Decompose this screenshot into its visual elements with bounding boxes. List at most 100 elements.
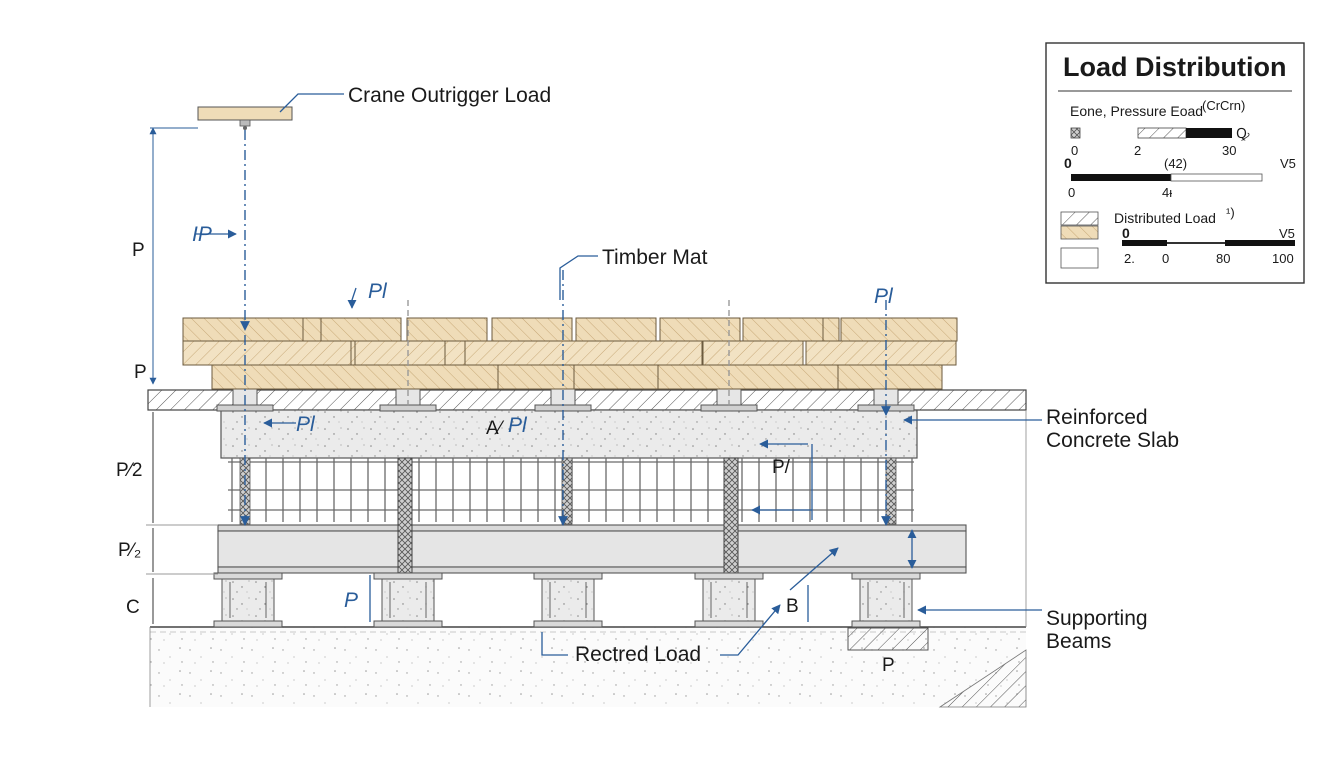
timber-plank	[320, 317, 402, 342]
footing-pad-hatched	[847, 627, 929, 651]
legend-row1-scale-left: 0	[1071, 143, 1078, 158]
dim-p-mat: P	[134, 362, 147, 383]
concrete-slab	[220, 409, 918, 459]
timber-plank	[702, 340, 804, 366]
footing-cap	[213, 572, 283, 580]
crane-pad	[197, 106, 293, 130]
load-tag-pl-slab-left: Pl	[296, 413, 316, 436]
timber-plank	[182, 340, 352, 366]
load-tag-ip: IP	[192, 223, 212, 246]
legend-bar-hatched	[1137, 127, 1187, 139]
legend-row2-left: 0	[1064, 155, 1072, 171]
legend-row3-label: Distributed Load	[1114, 210, 1216, 226]
legend-row3-scale-d: 100	[1272, 251, 1294, 266]
timber-plank	[742, 317, 824, 342]
legend-row3-sup: ¹)	[1226, 205, 1235, 220]
footing-base	[851, 620, 921, 628]
legend-bar3-thin	[1167, 242, 1225, 244]
legend-row1-scale-mid: 2	[1134, 143, 1141, 158]
timber-mat-label: Timber Mat	[602, 246, 708, 269]
legend-row2-bottom-mid: 4ᵼ	[1162, 185, 1172, 200]
legend-row1-label: Eone, Pressure Eoad	[1070, 103, 1203, 119]
legend-swatch-timber	[1060, 225, 1099, 240]
timber-plank	[575, 317, 657, 342]
timber-plank	[444, 340, 466, 366]
footing-cap	[533, 572, 603, 580]
legend-row2-bottom-left: 0	[1068, 185, 1075, 200]
timber-plank	[464, 340, 703, 366]
dim-p-beam: P	[344, 589, 358, 612]
supporting-beams-label-2: Beams	[1046, 630, 1111, 653]
load-tag-pl-mat-right: Pl	[874, 285, 894, 308]
timber-plank	[491, 317, 573, 342]
timber-plank	[350, 340, 356, 366]
footing-pier	[859, 578, 913, 622]
legend-bar2-empty	[1170, 173, 1263, 182]
legend-bar3-solid-a	[1122, 240, 1167, 246]
legend: Load Distribution Eone, Pressure Eoad (C…	[1045, 42, 1305, 284]
legend-row3-right: V5	[1279, 226, 1295, 241]
footing-pier	[221, 578, 275, 622]
rebar-cage	[228, 458, 914, 522]
load-lines	[240, 130, 891, 526]
legend-swatch-blank	[1060, 247, 1099, 269]
rectred-load-label: Rectred Load	[575, 643, 701, 666]
footing-base	[213, 620, 283, 628]
timber-mat	[182, 317, 958, 390]
legend-row3-scale-a: 2.	[1124, 251, 1135, 266]
timber-plank	[659, 317, 741, 342]
crane-outrigger-load-label: Crane Outrigger Load	[348, 84, 551, 107]
footing-pier	[541, 578, 595, 622]
timber-plank	[837, 364, 943, 390]
legend-bar3-solid-b	[1225, 240, 1295, 246]
footing-cap	[373, 572, 443, 580]
legend-row2-right: V5	[1280, 156, 1296, 171]
footing-base	[533, 620, 603, 628]
legend-bar-solid	[1186, 128, 1232, 138]
dim-p-top: P	[132, 240, 145, 261]
dim-b: B	[786, 596, 799, 617]
timber-plank	[573, 364, 659, 390]
footing-cap	[851, 572, 921, 580]
timber-plank	[302, 317, 322, 342]
timber-plank	[822, 317, 840, 342]
timber-plank	[182, 317, 304, 342]
footing-pier	[702, 578, 756, 622]
legend-bar2-solid	[1071, 174, 1171, 181]
timber-plank	[657, 364, 839, 390]
timber-plank	[354, 340, 446, 366]
load-tag-p-slash: P/	[772, 457, 791, 478]
timber-plank	[805, 340, 957, 366]
legend-row2-mid: (42)	[1164, 156, 1187, 171]
timber-plank	[406, 317, 488, 342]
legend-row3-left: 0	[1122, 225, 1130, 241]
legend-swatch-cross	[1070, 127, 1081, 139]
leader-lines	[196, 93, 1042, 656]
footing-base	[373, 620, 443, 628]
legend-swatch-hatch	[1060, 211, 1099, 226]
reinforced-slab-label-1: Reinforced	[1046, 406, 1148, 429]
load-tag-a: A⁄	[486, 418, 505, 439]
timber-plank	[211, 364, 499, 390]
dim-p-half: P⁄2	[116, 460, 142, 481]
timber-plank	[840, 317, 958, 342]
dim-c: C	[126, 597, 140, 618]
footing-base	[694, 620, 764, 628]
footing-pier	[381, 578, 435, 622]
legend-row1-scale-right: 30	[1222, 143, 1236, 158]
supporting-beams-label-1: Supporting	[1046, 607, 1148, 630]
reinforced-slab-label-2: Concrete Slab	[1046, 429, 1179, 452]
steel-beam	[217, 524, 967, 574]
footing-cap	[694, 572, 764, 580]
left-dimension-line	[146, 127, 218, 624]
legend-title: Load Distribution	[1063, 52, 1286, 82]
load-tag-pl-mat-left: Pl	[368, 280, 388, 303]
legend-row3-scale-c: 80	[1216, 251, 1230, 266]
legend-row1-sup: (CrCrn)	[1202, 98, 1245, 113]
legend-row1-icon: Ꝙ	[1236, 125, 1250, 141]
dim-p-half-small: P⁄₂	[118, 540, 141, 561]
load-tag-a-pl: Pl	[508, 414, 528, 437]
dim-p-bottom: P	[882, 655, 895, 676]
legend-row3-scale-b: 0	[1162, 251, 1169, 266]
